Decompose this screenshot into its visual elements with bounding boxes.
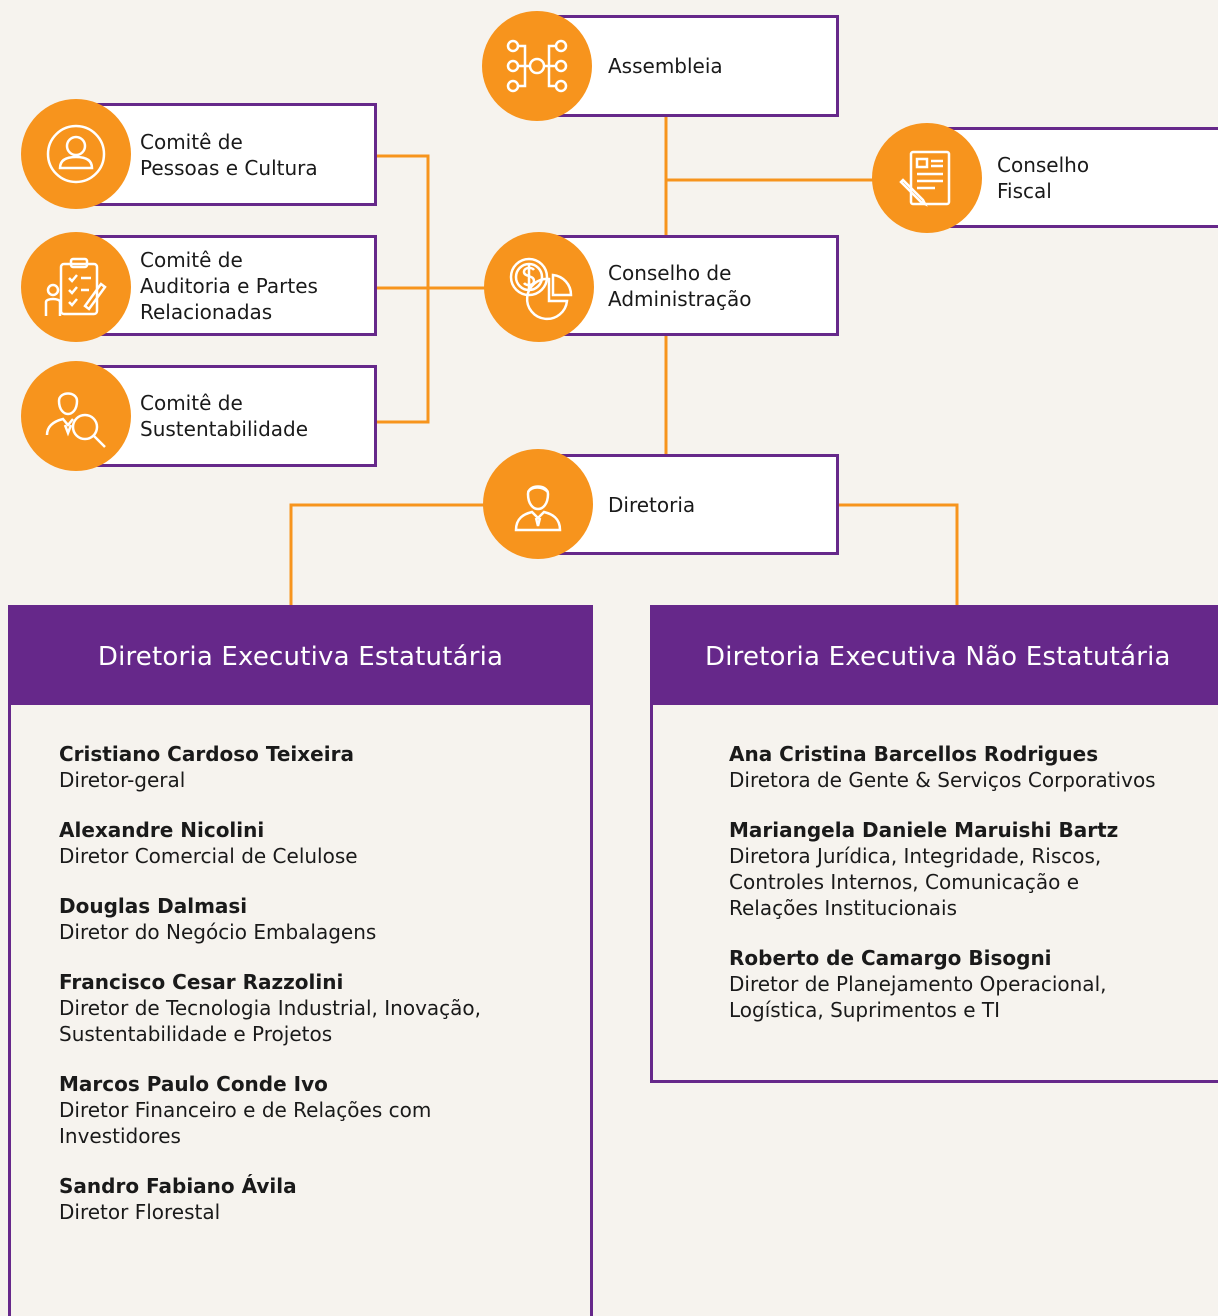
member-name: Cristiano Cardoso Teixeira [59, 742, 354, 766]
node-comite-sustentabilidade: Comitê de Sustentabilidade [76, 365, 377, 467]
panel-title: Diretoria Executiva Estatutária [11, 608, 590, 705]
node-conselho-administracao-label: Conselho de Administração [608, 260, 752, 311]
member-role: Diretor Comercial de Celulose [59, 844, 358, 868]
member-role: Diretor-geral [59, 768, 186, 792]
member-role: Diretor Financeiro e de Relações com Inv… [59, 1098, 432, 1148]
member-name: Francisco Cesar Razzolini [59, 970, 344, 994]
panel-title: Diretoria Executiva Não Estatutária [653, 608, 1218, 705]
node-assembleia-label: Assembleia [608, 54, 723, 78]
panel-diretoria-nao-estatutaria: Diretoria Executiva Não Estatutária Ana … [650, 605, 1218, 1083]
clipboard-checklist-icon [21, 232, 131, 342]
member-name: Mariangela Daniele Maruishi Bartz [729, 818, 1119, 842]
member-name: Marcos Paulo Conde Ivo [59, 1072, 328, 1096]
panel-diretoria-estatutaria: Diretoria Executiva Estatutária Cristian… [8, 605, 593, 1316]
member-role: Diretor Florestal [59, 1200, 221, 1224]
document-pen-icon [872, 123, 982, 233]
member-role: Diretora Jurídica, Integridade, Riscos, … [729, 844, 1102, 920]
node-comite-sustentabilidade-label: Comitê de Sustentabilidade [140, 391, 309, 441]
executive-person-icon [483, 449, 593, 559]
member-role: Diretor de Planejamento Operacional, Log… [729, 972, 1107, 1022]
node-diretoria-label: Diretoria [608, 492, 696, 517]
member-role: Diretora de Gente & Serviços Corporativo… [729, 768, 1156, 792]
member-name: Sandro Fabiano Ávila [59, 1174, 297, 1198]
member-name: Roberto de Camargo Bisogni [729, 946, 1052, 970]
member-name: Ana Cristina Barcellos Rodrigues [729, 742, 1099, 766]
member-role: Diretor de Tecnologia Industrial, Inovaç… [59, 996, 482, 1046]
flow-network-icon [482, 11, 592, 121]
node-comite-pessoas-label: Comitê de Pessoas e Cultura [140, 129, 318, 180]
node-conselho-fiscal-label: Conselho Fiscal [997, 152, 1090, 203]
person-icon [21, 99, 131, 209]
node-comite-auditoria-label: Comitê de Auditoria e Partes Relacionada… [140, 247, 318, 324]
member-name: Alexandre Nicolini [59, 818, 265, 842]
dollar-pie-chart-icon [484, 232, 594, 342]
member-role: Diretor do Negócio Embalagens [59, 920, 377, 944]
member-name: Douglas Dalmasi [59, 894, 248, 918]
person-magnifier-icon [21, 361, 131, 471]
